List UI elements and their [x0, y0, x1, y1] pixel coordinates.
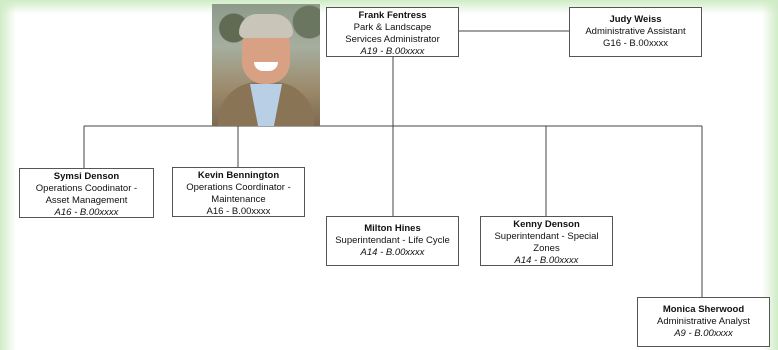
node-grade: A19 - B.00xxxx — [360, 46, 425, 57]
node-name: Monica Sherwood — [662, 304, 745, 315]
node-kenny-denson: Kenny Denson Superintendant - Special Zo… — [480, 216, 613, 266]
node-role: Administrative Analyst — [657, 316, 750, 327]
node-role: Asset Management — [45, 195, 128, 206]
node-role: Operations Coodinator - — [35, 183, 138, 194]
node-role: Operations Coordinator - — [186, 182, 291, 193]
node-role: Superintendant - Special — [494, 231, 599, 242]
node-milton-hines: Milton Hines Superintendant - Life Cycle… — [326, 216, 459, 266]
node-role: Zones — [533, 243, 560, 254]
node-role: Park & Landscape — [353, 22, 432, 33]
node-name: Kenny Denson — [513, 219, 580, 230]
node-name: Kevin Bennington — [197, 170, 280, 181]
node-kevin-bennington: Kevin Bennington Operations Coordinator … — [172, 167, 305, 217]
node-name: Judy Weiss — [609, 14, 662, 25]
node-monica-sherwood: Monica Sherwood Administrative Analyst A… — [637, 297, 770, 347]
node-name: Milton Hines — [364, 223, 421, 234]
node-grade: A14 - B.00xxxx — [360, 247, 425, 258]
node-judy-weiss: Judy Weiss Administrative Assistant G16 … — [569, 7, 702, 57]
node-name: Frank Fentress — [358, 10, 427, 21]
node-frank-fentress: Frank Fentress Park & Landscape Services… — [326, 7, 459, 57]
node-grade: A9 - B.00xxxx — [674, 328, 733, 339]
node-grade: A16 - B.00xxxx — [206, 206, 271, 217]
node-role: Superintendant - Life Cycle — [335, 235, 450, 246]
node-grade: G16 - B.00xxxx — [603, 38, 668, 49]
node-name: Symsi Denson — [53, 171, 120, 182]
node-role: Maintenance — [211, 194, 266, 205]
node-symsi-denson: Symsi Denson Operations Coodinator - Ass… — [19, 168, 154, 218]
node-role: Services Administrator — [345, 34, 440, 45]
profile-photo — [212, 4, 320, 126]
node-grade: A14 - B.00xxxx — [514, 255, 579, 266]
node-role: Administrative Assistant — [585, 26, 686, 37]
node-grade: A16 - B.00xxxx — [54, 207, 119, 218]
